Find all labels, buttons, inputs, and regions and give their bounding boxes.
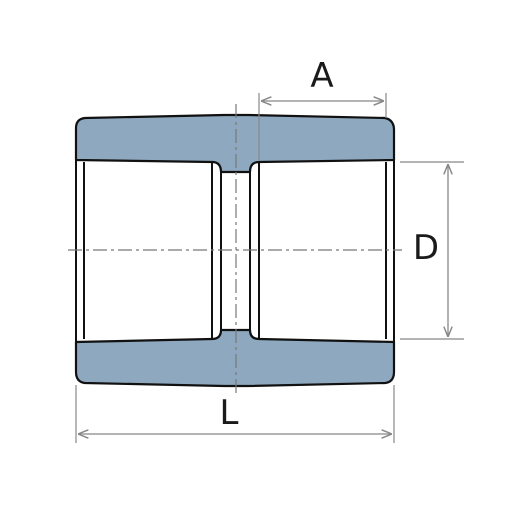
dimension-a-label: A [310, 56, 333, 96]
dimension-d-label: D [413, 228, 439, 268]
bottom-wall-section [74, 328, 396, 388]
dimension-l-label: L [220, 393, 239, 433]
dimension-l: L [75, 385, 395, 443]
top-wall-section [74, 113, 396, 174]
dimension-d: D [400, 161, 464, 340]
center-lines [68, 104, 402, 395]
dimension-a: A [258, 56, 387, 160]
